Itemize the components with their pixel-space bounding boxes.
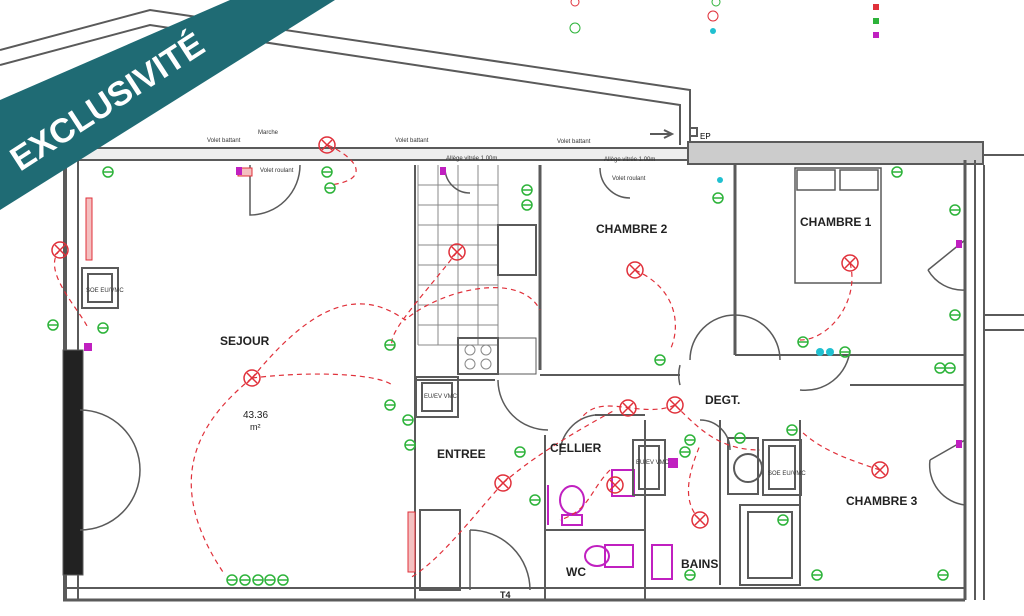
svg-text:Marche: Marche (258, 130, 279, 136)
outlet-icon (891, 166, 903, 178)
outlet-icon (514, 446, 526, 458)
outlet-icon (277, 574, 289, 586)
outlet-icon (226, 574, 238, 586)
ceiling-light-icon (243, 369, 261, 387)
exclusivite-banner: EXCLUSIVITÉ (0, 0, 335, 210)
room-label-chambre3: CHAMBRE 3 (846, 494, 918, 508)
ceiling-light-icon (841, 254, 859, 272)
room-label-wc: WC (566, 565, 586, 579)
svg-text:Allège vitrée 1.00m: Allège vitrée 1.00m (446, 156, 497, 162)
outlet-icon (944, 362, 956, 374)
outlet-icon (797, 336, 809, 348)
outlet-icon (839, 346, 851, 358)
outlet-icon (252, 574, 264, 586)
svg-text:Volet battant: Volet battant (557, 139, 591, 145)
outlet-icon (239, 574, 251, 586)
t4-label: T4 (500, 590, 511, 600)
room-label-sejour: SEJOUR (220, 334, 270, 348)
room-label-degt: DEGT. (705, 393, 740, 407)
wall-labels: Volet battant Volet battant Volet battan… (86, 130, 806, 477)
ep-label: EP (700, 132, 711, 141)
outlet-icon (384, 399, 396, 411)
bed-chambre1 (794, 167, 882, 284)
outlet-icon (949, 309, 961, 321)
outlet-icon (949, 204, 961, 216)
svg-text:Volet roulant: Volet roulant (260, 168, 294, 174)
power-outlets (47, 166, 961, 586)
svg-text:Volet battant: Volet battant (395, 138, 429, 144)
outlet-icon (321, 166, 333, 178)
legend-strip (569, 0, 879, 38)
outlet-icon (937, 569, 949, 581)
outlet-icon (324, 182, 336, 194)
ceiling-light-icon (691, 511, 709, 529)
cyan-marks (717, 177, 834, 356)
room-label-cellier: CELLIER (550, 441, 602, 455)
outlet-icon (529, 494, 541, 506)
outlet-icon (786, 424, 798, 436)
outlet-icon (934, 362, 946, 374)
svg-text:Volet battant: Volet battant (207, 138, 241, 144)
ducts (81, 267, 802, 591)
outlet-icon (97, 322, 109, 334)
outlet-icon (734, 432, 746, 444)
ceiling-light-icon (494, 474, 512, 492)
svg-text:Volet roulant: Volet roulant (612, 176, 646, 182)
outlet-icon (264, 574, 276, 586)
outlet-icon (654, 354, 666, 366)
outlet-icon (684, 434, 696, 446)
outlet-icon (521, 199, 533, 211)
svg-text:EU/EV VMC: EU/EV VMC (636, 460, 670, 466)
svg-text:SOE EU/VMC: SOE EU/VMC (768, 471, 806, 477)
ceiling-light-icon (871, 461, 889, 479)
door-swings (79, 164, 966, 591)
room-label-chambre2: CHAMBRE 2 (596, 222, 668, 236)
ceiling-light-icon (626, 261, 644, 279)
room-label-chambre1: CHAMBRE 1 (800, 215, 872, 229)
room-area-unit: m² (250, 422, 261, 432)
outlet-icon (47, 319, 59, 331)
outlet-icon (402, 414, 414, 426)
ceiling-light-icon (448, 243, 466, 261)
room-label-bains: BAINS (681, 557, 718, 571)
ceiling-light-icon (619, 399, 637, 417)
ceiling-lights (51, 136, 889, 529)
room-label-entree: ENTREE (437, 447, 486, 461)
walls (62, 141, 1024, 602)
ceiling-light-icon (606, 476, 624, 494)
outlet-icon (404, 439, 416, 451)
outlet-icon (384, 339, 396, 351)
roof-outline (0, 8, 698, 145)
outlet-icon (712, 192, 724, 204)
ceiling-light-icon (318, 136, 336, 154)
room-labels: SEJOUR 43.36 m² CHAMBRE 2 CHAMBRE 1 CHAM… (220, 215, 918, 600)
outlet-icon (102, 166, 114, 178)
outlet-icon (684, 569, 696, 581)
ceiling-light-icon (51, 241, 69, 259)
outlet-icon (679, 446, 691, 458)
outlet-icon (777, 514, 789, 526)
circuit-lines (53, 144, 881, 579)
kitchen-tiles (417, 165, 537, 375)
magenta-marks (84, 167, 962, 468)
room-area-sejour: 43.36 (243, 410, 268, 421)
svg-text:SOE EU/VMC: SOE EU/VMC (86, 288, 124, 294)
outlet-icon (521, 184, 533, 196)
outlet-icon (811, 569, 823, 581)
bath-fixtures (547, 469, 673, 580)
banner-ribbon (0, 0, 335, 210)
ceiling-light-icon (666, 396, 684, 414)
svg-text:EU/EV VMC: EU/EV VMC (424, 394, 458, 400)
svg-text:Allège vitrée 1.00m: Allège vitrée 1.00m (604, 157, 655, 163)
